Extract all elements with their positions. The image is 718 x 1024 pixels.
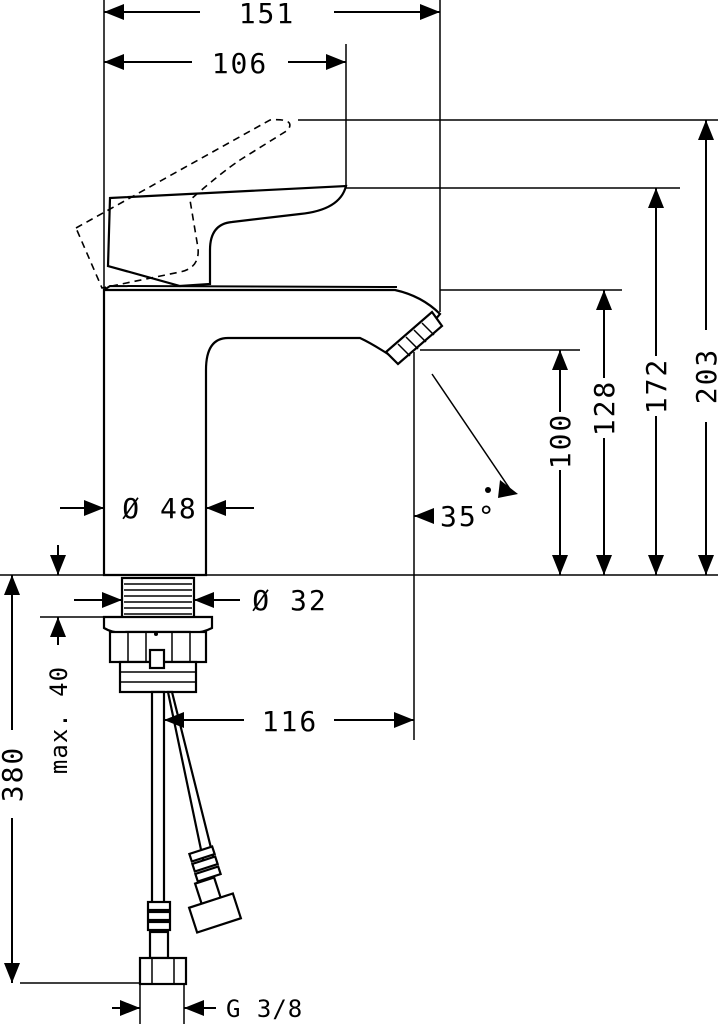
- label-380: 380: [0, 746, 29, 803]
- dimension-380: [4, 575, 20, 983]
- aerator: [384, 310, 444, 366]
- dimension-128: [596, 290, 612, 575]
- label-max-40: max. 40: [45, 666, 73, 774]
- faucet-body: [102, 284, 442, 577]
- dimension-116: [164, 712, 414, 728]
- label-100: 100: [544, 413, 577, 470]
- handle-lever: [106, 184, 348, 288]
- dimension-203: [698, 120, 714, 575]
- dimension-max-40: [50, 545, 66, 645]
- dimension-172: [648, 188, 664, 575]
- label-106: 106: [212, 47, 269, 80]
- label-203: 203: [690, 348, 718, 405]
- label-g38: G 3/8: [226, 995, 303, 1023]
- label-angle-35: 35°: [440, 500, 497, 533]
- dimension-g38: [112, 1000, 216, 1016]
- threaded-shank: [120, 576, 196, 620]
- label-172: 172: [640, 358, 673, 415]
- label-151: 151: [239, 0, 296, 30]
- dimension-151: [104, 4, 440, 20]
- dimension-106: [104, 54, 346, 70]
- mounting-nut: [102, 615, 214, 694]
- handle-open-outline: [74, 118, 291, 289]
- dimension-angle-35: [414, 480, 518, 524]
- label-diameter-32: Ø 32: [252, 584, 327, 617]
- dimension-100: [552, 350, 568, 575]
- label-116: 116: [262, 705, 319, 738]
- hose-fitting-right: [187, 845, 243, 934]
- hose-fitting-left: [138, 900, 188, 986]
- dimension-diameter-48: [60, 500, 254, 516]
- label-128: 128: [588, 380, 621, 437]
- label-diameter-48: Ø 48: [122, 492, 197, 525]
- dimension-diameter-32: [74, 592, 240, 608]
